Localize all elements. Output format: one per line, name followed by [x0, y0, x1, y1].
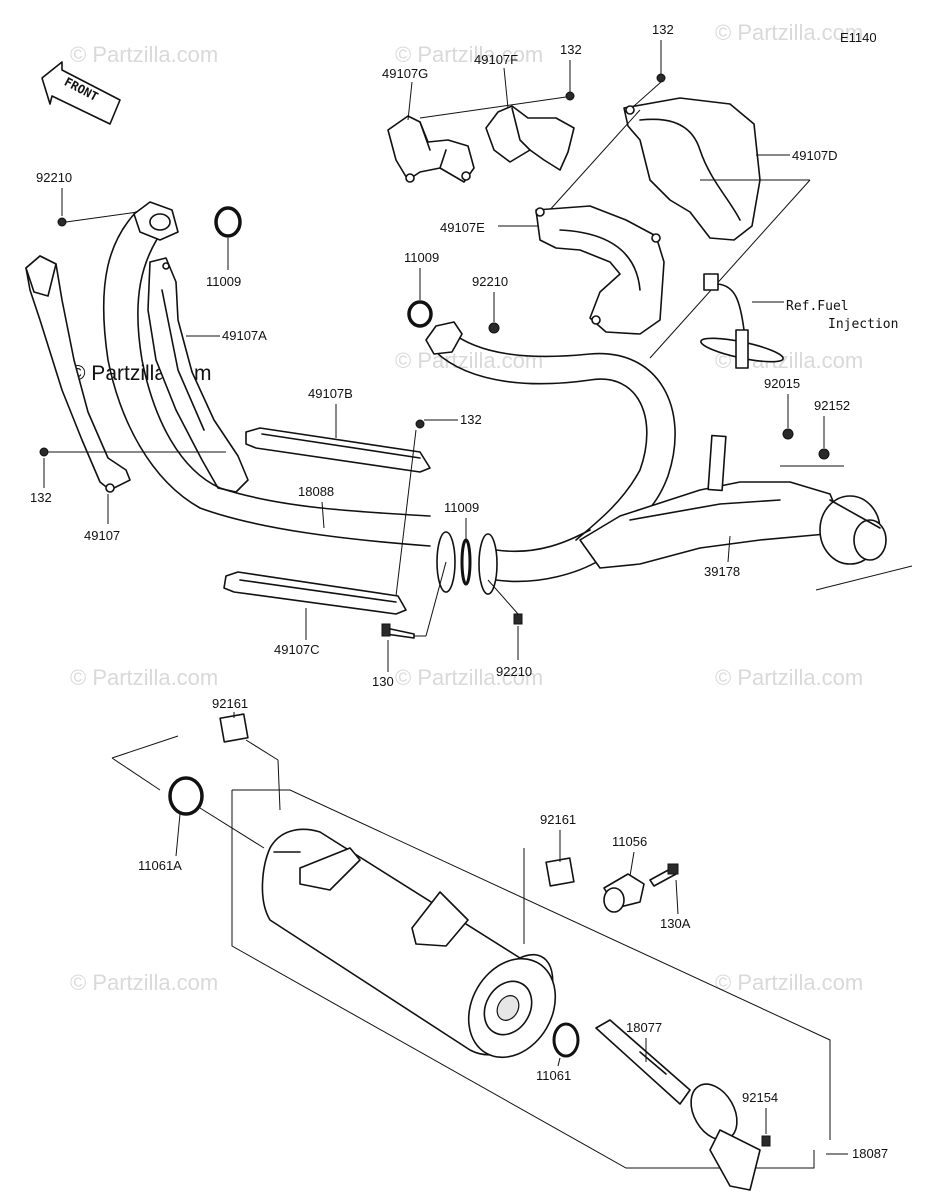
- o2-sensor[interactable]: [699, 273, 784, 369]
- exhaust-pipe-18088[interactable]: [102, 201, 601, 583]
- watermark: © Partzilla.com: [70, 42, 218, 67]
- nut-icon: [57, 217, 67, 227]
- label-92161[interactable]: 92161: [540, 812, 576, 827]
- watermark: © Partzilla.com: [715, 20, 863, 45]
- label-18088[interactable]: 18088: [298, 484, 334, 499]
- ref-note-line1: Ref.Fuel: [786, 299, 849, 314]
- label-11056[interactable]: 11056: [612, 834, 647, 849]
- label-11009[interactable]: 11009: [206, 274, 241, 289]
- label-49107[interactable]: 49107: [84, 528, 120, 543]
- bolt-icon: [656, 73, 666, 83]
- label-11061A[interactable]: 11061A: [138, 858, 182, 873]
- label-92210[interactable]: 92210: [496, 664, 532, 679]
- heat-cover-49107A[interactable]: [147, 257, 249, 493]
- muffler-18087[interactable]: [261, 828, 572, 1073]
- label-11009[interactable]: 11009: [444, 500, 479, 515]
- watermark: © Partzilla.com: [70, 970, 218, 995]
- label-130[interactable]: 130: [372, 674, 394, 689]
- part-labels: 132 49107G 49107F 132 49107D 49107E 9221…: [30, 22, 898, 1161]
- label-132[interactable]: 132: [652, 22, 674, 37]
- catalyzer-39178[interactable]: [579, 434, 887, 569]
- label-92210[interactable]: 92210: [36, 170, 72, 185]
- bracket-11056[interactable]: [603, 873, 645, 913]
- label-49107F[interactable]: 49107F: [474, 52, 518, 67]
- nut-icon: [782, 428, 794, 440]
- gasket-11061[interactable]: [552, 1022, 580, 1058]
- watermark: © Partzilla.com: [395, 348, 543, 373]
- label-49107D[interactable]: 49107D: [792, 148, 838, 163]
- nut-icon: [818, 448, 830, 460]
- heat-cover-49107D[interactable]: [623, 97, 761, 241]
- collar-92161[interactable]: [545, 857, 575, 887]
- front-arrow-icon: FRONT: [41, 61, 121, 125]
- label-92154[interactable]: 92154: [742, 1090, 778, 1105]
- label-132[interactable]: 132: [30, 490, 52, 505]
- watermark: © Partzilla.com: [395, 665, 543, 690]
- collar-92161[interactable]: [219, 713, 249, 743]
- label-39178[interactable]: 39178: [704, 564, 740, 579]
- leader-lines: [43, 40, 848, 1155]
- watermark: © Partzilla.com: [715, 970, 863, 995]
- bolt-130A[interactable]: [649, 863, 679, 887]
- label-49107B[interactable]: 49107B: [308, 386, 353, 401]
- label-49107A[interactable]: 49107A: [222, 328, 267, 343]
- label-92152[interactable]: 92152: [814, 398, 850, 413]
- bolt-icon: [565, 91, 575, 101]
- label-92210[interactable]: 92210: [472, 274, 508, 289]
- bolt-130[interactable]: [381, 623, 415, 639]
- watermark: © Partzilla.com: [70, 665, 218, 690]
- gasket-11061A[interactable]: [168, 776, 204, 816]
- gasket-11009[interactable]: [214, 206, 242, 238]
- rear-header-pipe[interactable]: [425, 321, 676, 541]
- spark-arrester-18077[interactable]: [595, 1019, 761, 1191]
- watermark: © Partzilla.com: [395, 42, 543, 67]
- label-130A[interactable]: 130A: [660, 916, 691, 931]
- label-132[interactable]: 132: [560, 42, 582, 57]
- label-92161[interactable]: 92161: [212, 696, 248, 711]
- heat-cover-49107[interactable]: [25, 255, 131, 493]
- bolt-icon: [415, 419, 425, 429]
- nut-icon: [513, 613, 523, 625]
- heat-shield-49107B[interactable]: [245, 427, 431, 473]
- label-92015[interactable]: 92015: [764, 376, 800, 391]
- label-132[interactable]: 132: [460, 412, 482, 427]
- label-11061[interactable]: 11061: [536, 1068, 571, 1083]
- diagram-code: E1140: [840, 30, 877, 45]
- label-11009[interactable]: 11009: [404, 250, 439, 265]
- group-bracket: [231, 789, 831, 1169]
- heat-shield-49107C[interactable]: [223, 571, 407, 615]
- heat-cover-49107E[interactable]: [535, 205, 665, 335]
- bolt-icon: [39, 447, 49, 457]
- heat-cover-49107G[interactable]: [387, 115, 475, 183]
- label-49107C[interactable]: 49107C: [274, 642, 320, 657]
- screw-icon: [761, 1135, 771, 1147]
- gasket-11009[interactable]: [407, 300, 433, 328]
- watermark: © Partzilla.com: [715, 665, 863, 690]
- ref-note-line2: Injection: [828, 317, 898, 332]
- heat-cover-49107F[interactable]: [485, 105, 575, 171]
- label-18087[interactable]: 18087: [852, 1146, 888, 1161]
- nut-icon: [488, 322, 500, 334]
- label-18077[interactable]: 18077: [626, 1020, 662, 1035]
- label-49107G[interactable]: 49107G: [382, 66, 428, 81]
- label-49107E[interactable]: 49107E: [440, 220, 485, 235]
